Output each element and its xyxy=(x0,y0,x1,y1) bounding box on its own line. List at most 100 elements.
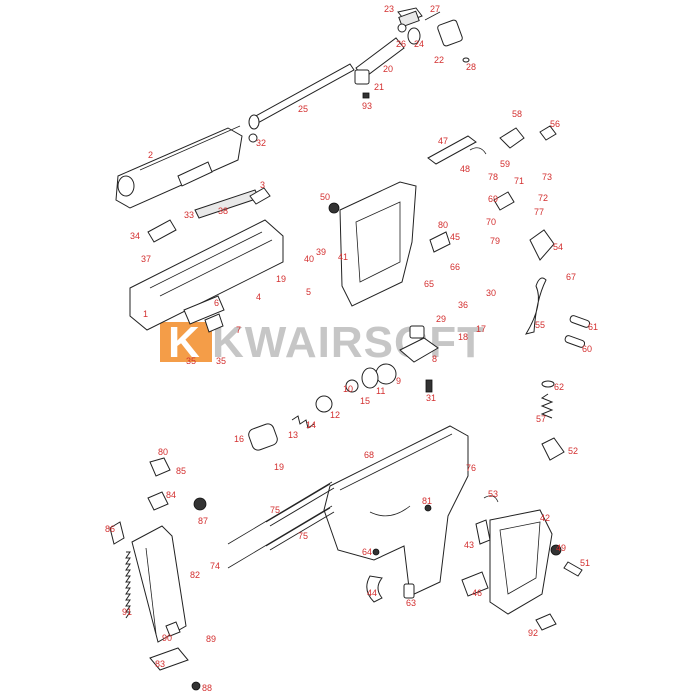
cylinder-head-assembly xyxy=(354,7,470,99)
part-label: 41 xyxy=(338,252,348,262)
part-label: 12 xyxy=(330,410,340,420)
part-label: 87 xyxy=(198,516,208,526)
part-label: 23 xyxy=(384,4,394,14)
part-label: 29 xyxy=(436,314,446,324)
part-label: 51 xyxy=(580,558,590,568)
part-label: 33 xyxy=(184,210,194,220)
part-label: 52 xyxy=(568,446,578,456)
part-label: 6 xyxy=(214,298,219,308)
part-label: 58 xyxy=(512,109,522,119)
part-label: 61 xyxy=(588,322,598,332)
part-label: 22 xyxy=(434,55,444,65)
part-label: 80 xyxy=(158,447,168,457)
part-label: 50 xyxy=(320,192,330,202)
part-label: 14 xyxy=(306,420,316,430)
part-label: 47 xyxy=(438,136,448,146)
part-label: 2 xyxy=(148,150,153,160)
part-label: 80 xyxy=(438,220,448,230)
part-label: 3 xyxy=(260,180,265,190)
part-label: 21 xyxy=(374,82,384,92)
part-label: 7 xyxy=(236,325,241,335)
part-label: 76 xyxy=(466,463,476,473)
part-label: 55 xyxy=(535,320,545,330)
part-label: 43 xyxy=(464,540,474,550)
grip-panel-left xyxy=(328,181,417,307)
part-label: 34 xyxy=(130,231,140,241)
part-label: 72 xyxy=(538,193,548,203)
part-label: 73 xyxy=(542,172,552,182)
part-label: 67 xyxy=(566,272,576,282)
part-label: 82 xyxy=(190,570,200,580)
part-label: 16 xyxy=(234,434,244,444)
part-label: 26 xyxy=(396,39,406,49)
part-label: 44 xyxy=(367,588,377,598)
part-label: 48 xyxy=(460,164,470,174)
part-label: 60 xyxy=(582,344,592,354)
part-label: 18 xyxy=(458,332,468,342)
part-label: 62 xyxy=(554,382,564,392)
part-label: 1 xyxy=(143,309,148,319)
part-label: 24 xyxy=(414,39,424,49)
part-label: 78 xyxy=(488,172,498,182)
part-label: 69 xyxy=(488,194,498,204)
frame xyxy=(323,425,469,597)
part-label: 32 xyxy=(256,138,266,148)
part-label: 9 xyxy=(396,376,401,386)
outer-barrel xyxy=(115,125,258,209)
part-label: 45 xyxy=(450,232,460,242)
part-label: 25 xyxy=(298,104,308,114)
hammer-parts xyxy=(427,125,557,261)
part-label: 59 xyxy=(500,159,510,169)
magazine xyxy=(109,457,207,691)
part-label: 92 xyxy=(528,628,538,638)
part-label: 66 xyxy=(450,262,460,272)
part-label: 77 xyxy=(534,207,544,217)
trigger-group xyxy=(366,495,557,631)
part-label: 35 xyxy=(186,356,196,366)
part-label: 75 xyxy=(298,531,308,541)
part-label: 75 xyxy=(270,505,280,515)
part-label: 57 xyxy=(536,414,546,424)
part-label: 70 xyxy=(486,217,496,227)
part-label: 93 xyxy=(362,101,372,111)
svg-text:K: K xyxy=(168,318,201,367)
part-label: 64 xyxy=(362,547,372,557)
part-label: 13 xyxy=(288,430,298,440)
slide xyxy=(129,187,284,333)
part-label: 36 xyxy=(458,300,468,310)
part-label: 27 xyxy=(430,4,440,14)
part-label: 28 xyxy=(466,62,476,72)
part-label: 68 xyxy=(364,450,374,460)
part-label: 88 xyxy=(202,683,212,693)
part-label: 31 xyxy=(426,393,436,403)
inner-barrel xyxy=(248,63,355,130)
part-label: 56 xyxy=(550,119,560,129)
part-label: 38 xyxy=(218,206,228,216)
part-label: 4 xyxy=(256,292,261,302)
part-label: 17 xyxy=(476,324,486,334)
grip-panel-right xyxy=(489,509,583,615)
part-label: 54 xyxy=(553,242,563,252)
part-label: 49 xyxy=(556,543,566,553)
part-number-labels: 23 27 26 24 22 28 20 21 93 25 2 32 58 56… xyxy=(105,4,598,693)
part-label: 46 xyxy=(472,588,482,598)
part-label: 10 xyxy=(343,384,353,394)
part-label: 15 xyxy=(360,396,370,406)
part-label: 63 xyxy=(406,598,416,608)
watermark-text: KWAIRSOFT xyxy=(212,318,485,367)
blowback-unit xyxy=(248,325,439,451)
part-label: 74 xyxy=(210,561,220,571)
part-label: 40 xyxy=(304,254,314,264)
part-label: 65 xyxy=(424,279,434,289)
part-label: 81 xyxy=(422,496,432,506)
part-label: 30 xyxy=(486,288,496,298)
part-label: 71 xyxy=(514,176,524,186)
part-label: 79 xyxy=(490,236,500,246)
part-label: 20 xyxy=(383,64,393,74)
guide-rods-springs xyxy=(227,481,335,569)
part-label: 5 xyxy=(306,287,311,297)
part-label: 86 xyxy=(105,524,115,534)
part-label: 11 xyxy=(376,386,385,396)
recoil-spring-guide xyxy=(524,277,591,461)
